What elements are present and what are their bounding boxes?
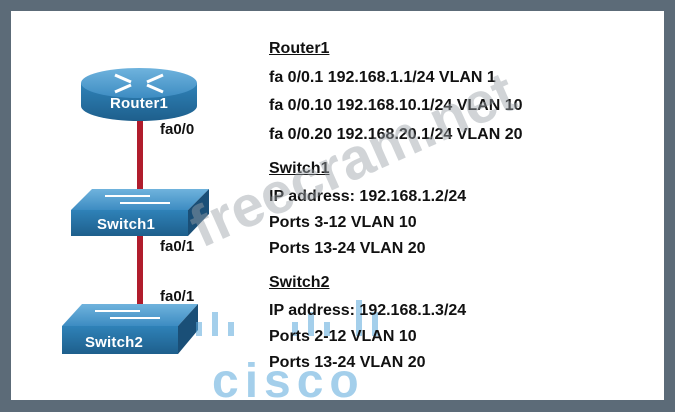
cisco-logo-bars <box>196 300 378 336</box>
switch2-label: Switch2 <box>84 334 144 351</box>
router1-line-2: fa 0/0.10 192.168.10.1/24 VLAN 10 <box>269 97 523 114</box>
switch1-label: Switch1 <box>96 216 156 233</box>
switch1-line-2: Ports 3-12 VLAN 10 <box>269 214 417 231</box>
switch2-heading: Switch2 <box>269 274 330 291</box>
router1-port-label: fa0/0 <box>160 121 195 138</box>
cisco-watermark: cisco <box>212 355 365 408</box>
router1-line-1: fa 0/0.1 192.168.1.1/24 VLAN 1 <box>269 69 496 86</box>
switch2-line-1: IP address: 192.168.1.3/24 <box>269 302 467 319</box>
switch2-icon <box>62 304 198 354</box>
switch1-heading: Switch1 <box>269 160 330 177</box>
link-switch1-switch2 <box>137 226 143 320</box>
switch1-icon <box>71 189 209 236</box>
switch2-line-3: Ports 13-24 VLAN 20 <box>269 354 426 371</box>
switch1-line-1: IP address: 192.168.1.2/24 <box>269 188 467 205</box>
link-router-switch1 <box>137 118 143 198</box>
switch2-line-2: Ports 2-12 VLAN 10 <box>269 328 417 345</box>
switch1-line-3: Ports 13-24 VLAN 20 <box>269 240 426 257</box>
router1-line-3: fa 0/0.20 192.168.20.1/24 VLAN 20 <box>269 126 523 143</box>
router1-heading: Router1 <box>269 40 330 57</box>
switch2-port-label: fa0/1 <box>160 288 195 305</box>
switch1-port-label: fa0/1 <box>160 238 195 255</box>
router1-icon <box>81 68 197 121</box>
router1-label: Router1 <box>109 95 169 112</box>
